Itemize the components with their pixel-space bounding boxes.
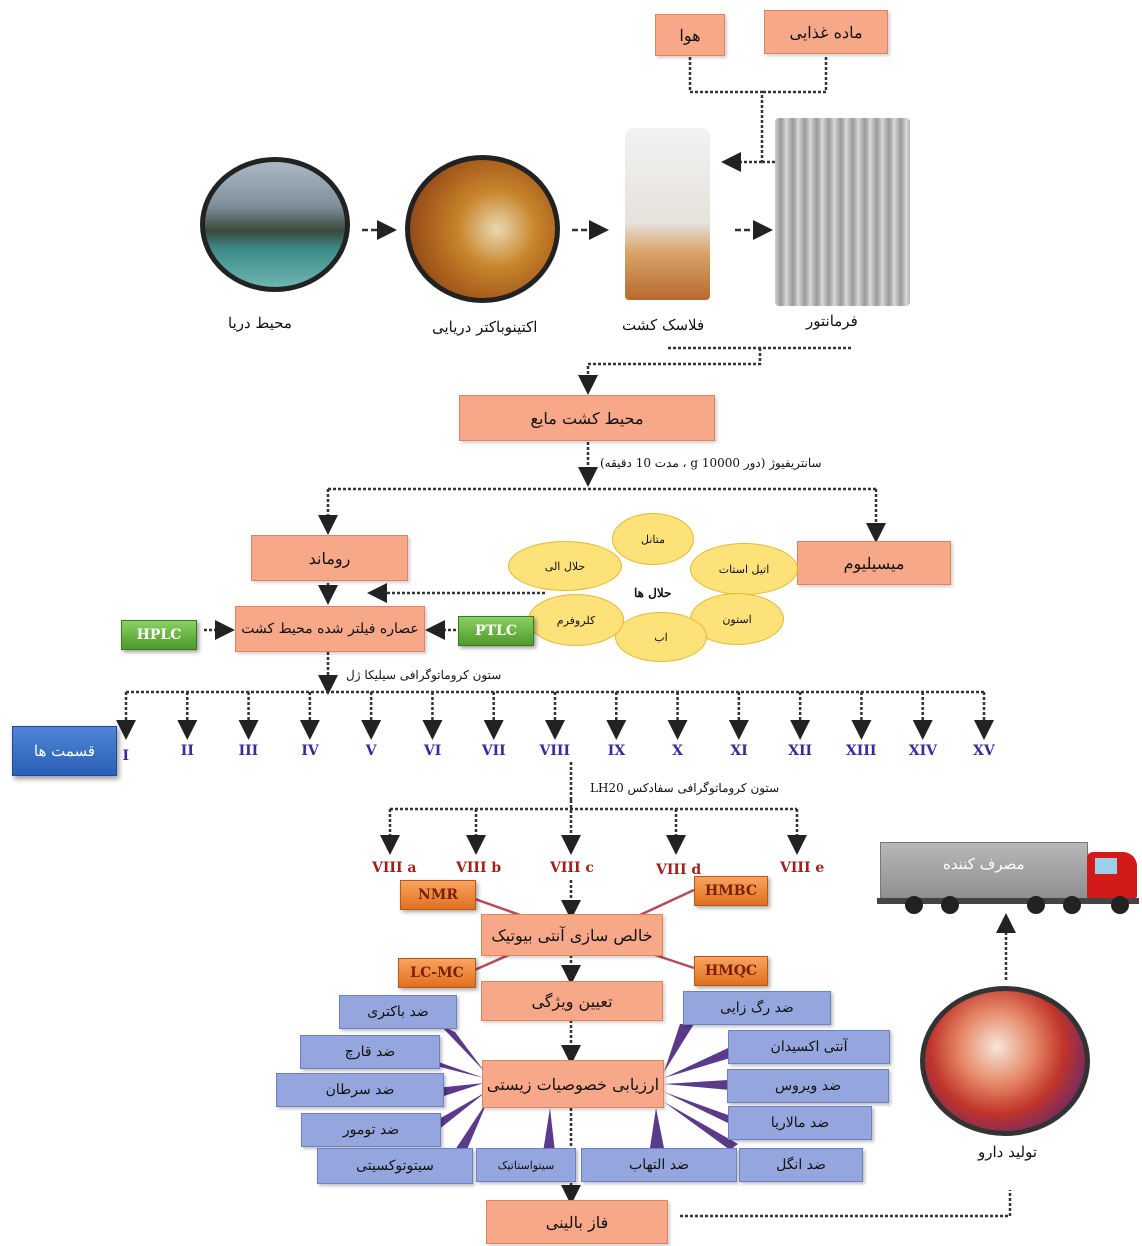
hmqc-box: HMQC (694, 956, 768, 986)
silica-column-label: ستون کروماتوگرافی سیلیکا ژل (346, 668, 502, 682)
hmbc-box: HMBC (694, 876, 768, 906)
filtered-extract-box: عصاره فیلتر شده محیط کشت (235, 606, 425, 652)
flask-image (625, 128, 710, 300)
sub-fraction-b: VIII b (456, 860, 502, 876)
centrifuge-label: سانتریفیوژ (دور g 10000 ، مدت 10 دقیقه) (600, 456, 822, 470)
fermenter-label: فرمانتور (806, 312, 858, 330)
sea-image (200, 157, 350, 292)
supernatant-box: روماند (251, 535, 408, 581)
fraction-label: VIII (539, 743, 571, 759)
mycelium-box: میسیلیوم (797, 541, 951, 585)
property-antiangiogenic: ضد رگ زایی (683, 991, 831, 1025)
fraction-label: XV (973, 743, 995, 759)
fraction-label: XI (730, 743, 748, 759)
characterization-box: تعیین ویژگی (481, 981, 663, 1021)
nmr-box: NMR (400, 880, 476, 910)
fractions-label-box: قسمت ها (12, 726, 117, 776)
property-antioxidant: آنتی اکسیدان (728, 1030, 890, 1064)
solvent-methanol: متانل (612, 513, 694, 565)
air-box: هوا (655, 14, 725, 56)
solvent-ethyl-acetate: اتیل استات (690, 543, 798, 595)
property-antiparasitic: ضد انگل (739, 1148, 863, 1182)
property-antiviral: ضد ویروس (727, 1069, 889, 1103)
property-anticancer: ضد سرطان (276, 1073, 444, 1107)
actinobacteria-label: اکتینوباکتر دریایی (432, 318, 538, 336)
property-cytostatic: سیتواستاتیک (476, 1148, 576, 1182)
property-antitumor: ضد تومور (301, 1113, 441, 1147)
fraction-label: I (122, 748, 130, 764)
ptlc-box: PTLC (458, 616, 534, 646)
solvent-organic: حلال الی (508, 541, 622, 591)
fraction-label: X (672, 743, 683, 759)
actinobacteria-image (405, 155, 560, 303)
sea-label: محیط دریا (228, 314, 292, 332)
solvent-chloroform: کلروفرم (528, 594, 624, 646)
fraction-label: XII (788, 743, 813, 759)
property-antibacterial: ضد باکتری (339, 995, 457, 1029)
fraction-label: IV (301, 743, 319, 759)
fraction-label: VII (481, 743, 506, 759)
fraction-label: VI (423, 743, 442, 759)
liquid-medium-box: محیط کشت مایع (459, 395, 715, 441)
sub-fraction-d: VIII d (656, 862, 702, 878)
drug-production-label: تولید دارو (978, 1143, 1037, 1161)
fraction-label: III (238, 743, 259, 759)
lcmc-box: LC-MC (398, 958, 476, 988)
solvents-center-label: حلال ها (634, 586, 672, 600)
hplc-box: HPLC (121, 620, 197, 650)
property-anti-inflammatory: ضد التهاب (581, 1148, 737, 1182)
drug-production-image (920, 986, 1090, 1136)
property-antifungal: ضد قارچ (300, 1035, 440, 1069)
sub-fraction-e: VIII e (780, 860, 825, 876)
property-antimalarial: ضد مالاریا (728, 1106, 872, 1140)
fraction-label: V (365, 743, 377, 759)
bio-evaluation-box: ارزیابی خصوصیات زیستی (482, 1060, 664, 1108)
property-cytotoxicity: سیتوتوکسیتی (317, 1148, 473, 1184)
consumer-label: مصرف کننده (943, 855, 1025, 873)
fraction-label: XIV (908, 743, 937, 759)
clinical-phase-box: فاز بالینی (486, 1200, 668, 1244)
purification-box: خالص سازی آنتی بیوتیک (481, 914, 663, 956)
fraction-label: II (180, 743, 194, 759)
fermenter-image (775, 118, 910, 306)
sub-fraction-c: VIII c (550, 860, 594, 876)
fraction-label: XIII (845, 743, 877, 759)
truck-icon: مصرف کننده (877, 840, 1141, 916)
sephadex-column-label: ستون کروماتوگرافی سفادکس LH20 (590, 781, 780, 795)
nutrient-box: ماده غذایی (764, 10, 888, 54)
fraction-label: IX (607, 743, 626, 759)
solvent-water: اب (615, 612, 707, 662)
flask-label: فلاسک کشت (622, 316, 705, 334)
sub-fraction-a: VIII a (372, 860, 417, 876)
